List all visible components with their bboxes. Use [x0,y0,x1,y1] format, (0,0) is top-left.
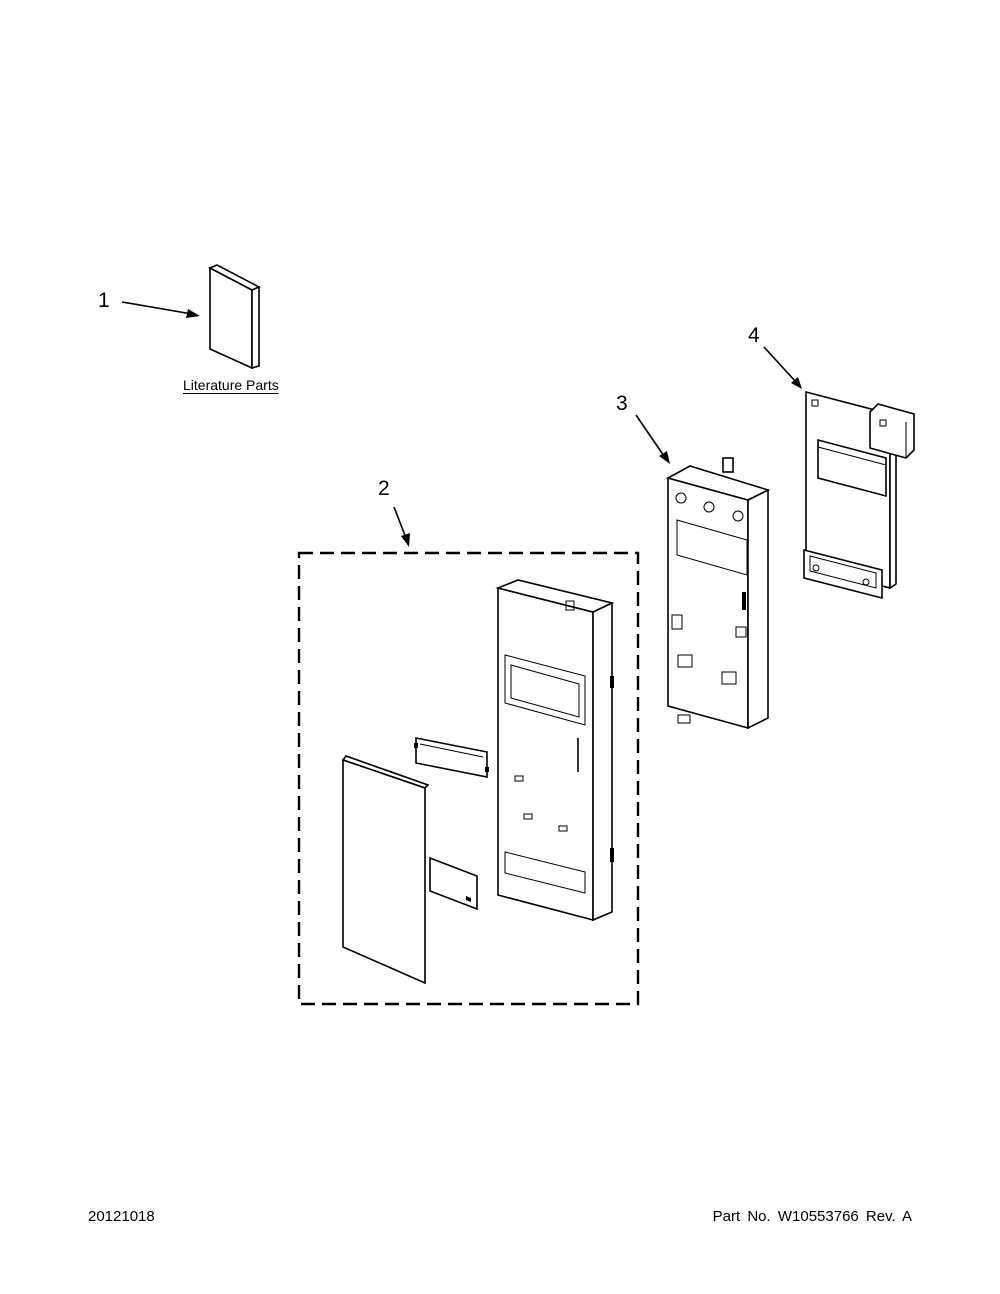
callout-number-4: 4 [748,324,760,347]
callout-arrow-3 [635,414,670,464]
callout-number-2: 2 [378,477,390,500]
literature-booklet-icon [208,264,261,370]
callout-arrow-1 [121,301,200,318]
footer-part-number: Part No. W10553766 Rev. A [712,1208,912,1225]
control-panel-housing [495,579,615,922]
callout-number-1: 1 [98,289,110,312]
mounting-bracket [665,457,771,730]
callout-arrow-2 [393,506,410,547]
touch-pad-overlay [341,755,430,985]
assembly-dashed-box [297,551,640,1006]
footer-date-code: 20121018 [88,1208,155,1225]
display-window-piece [414,737,489,778]
literature-parts-label: Literature Parts [183,377,279,393]
control-board-module [803,390,915,600]
nameplate-piece [429,856,478,911]
callout-number-3: 3 [616,392,628,415]
callout-arrow-4 [763,346,802,389]
